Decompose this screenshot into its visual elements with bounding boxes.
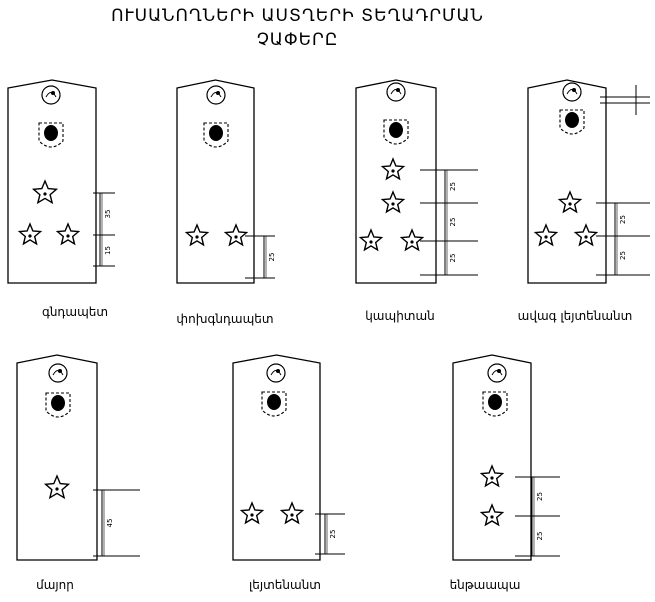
caption-board-6: լեյտենանտ (249, 578, 321, 592)
star-center-dot (490, 515, 494, 519)
branch-badge-icon (261, 391, 287, 417)
dimension-label: 25 (268, 253, 276, 262)
diagram-title-line1: ՈՒՍԱՆՈՂՆԵՐԻ ԱՍՏՂԵՐԻ ՏԵՂԱԴՐՄԱՆ (111, 6, 484, 26)
star-center-dot (544, 235, 548, 239)
board-outline (232, 354, 321, 561)
star-center-dot (234, 235, 238, 239)
star-center-dot (66, 234, 70, 238)
star-icon (184, 223, 210, 247)
board-outline (452, 354, 532, 561)
star-center-dot (490, 476, 494, 480)
diagram-title-line2: ՉԱՓԵՐԸ (256, 30, 339, 50)
star-icon (31, 179, 59, 205)
star-center-dot (28, 234, 32, 238)
shoulder-board-2: 25 (176, 79, 276, 284)
star-icon (479, 464, 505, 488)
board-outline (7, 79, 97, 284)
dimension-label: 15 (104, 246, 112, 255)
star-icon (239, 501, 265, 525)
star-center-dot (250, 513, 254, 517)
emblem-icon (487, 363, 507, 383)
dimension-label: 25 (449, 254, 457, 263)
star-icon (279, 501, 305, 525)
star-center-dot (369, 240, 373, 244)
branch-badge-icon (559, 109, 585, 135)
branch-badge-icon (45, 392, 71, 418)
emblem-icon (266, 363, 286, 383)
emblem-icon (48, 363, 68, 383)
caption-board-2: փոխգնդապետ (176, 312, 274, 326)
shoulder-board-7: 25 25 (452, 354, 560, 561)
shoulder-board-4: 25 25 (527, 79, 650, 284)
caption-board-5: մայոր (36, 578, 74, 592)
star-center-dot (55, 487, 59, 491)
board-outline (355, 79, 437, 284)
emblem-icon (41, 85, 61, 105)
dimension-label: 25 (536, 532, 544, 541)
star-icon (223, 223, 249, 247)
shoulder-board-5: 45 (16, 354, 140, 561)
star-icon (399, 228, 425, 252)
star-icon (479, 503, 505, 527)
branch-badge-icon (203, 122, 229, 148)
star-icon (533, 223, 559, 247)
dimension-label: 25 (536, 492, 544, 501)
star-icon (43, 474, 71, 500)
branch-badge-icon (482, 391, 508, 417)
caption-board-3: կապիտան (365, 309, 435, 323)
branch-badge-icon (383, 119, 409, 145)
shoulder-board-3: 25 25 25 (355, 79, 478, 284)
shoulder-board-1: 35 15 (7, 79, 115, 284)
star-icon (380, 157, 406, 181)
star-center-dot (410, 240, 414, 244)
star-icon (380, 190, 406, 214)
board-outline (16, 354, 98, 561)
star-icon (358, 228, 384, 252)
dimension-label: 25 (619, 251, 627, 260)
caption-board-7: ենթաապա (449, 578, 521, 592)
dimension-label: 25 (449, 182, 457, 191)
caption-board-4: ավագ լեյտենանտ (517, 309, 633, 323)
star-icon (55, 222, 81, 246)
dimension-label: 45 (106, 519, 114, 528)
board-outline (527, 79, 607, 284)
star-center-dot (391, 202, 395, 206)
emblem-icon (562, 82, 582, 102)
star-center-dot (195, 235, 199, 239)
star-icon (573, 223, 599, 247)
star-icon (557, 190, 583, 214)
star-center-dot (584, 235, 588, 239)
star-center-dot (568, 202, 572, 206)
dimension-label: 25 (619, 215, 627, 224)
shoulder-board-6: 25 (232, 354, 345, 561)
emblem-icon (206, 85, 226, 105)
branch-badge-icon (38, 122, 64, 148)
star-center-dot (391, 169, 395, 173)
board-outline (176, 79, 255, 284)
star-center-dot (43, 192, 47, 196)
dimension-label: 25 (329, 530, 337, 539)
caption-board-1: գնդապետ (41, 305, 109, 319)
dimension-label: 25 (449, 218, 457, 227)
star-center-dot (290, 513, 294, 517)
dimension-label: 35 (104, 210, 112, 219)
star-icon (17, 222, 43, 246)
emblem-icon (386, 82, 406, 102)
